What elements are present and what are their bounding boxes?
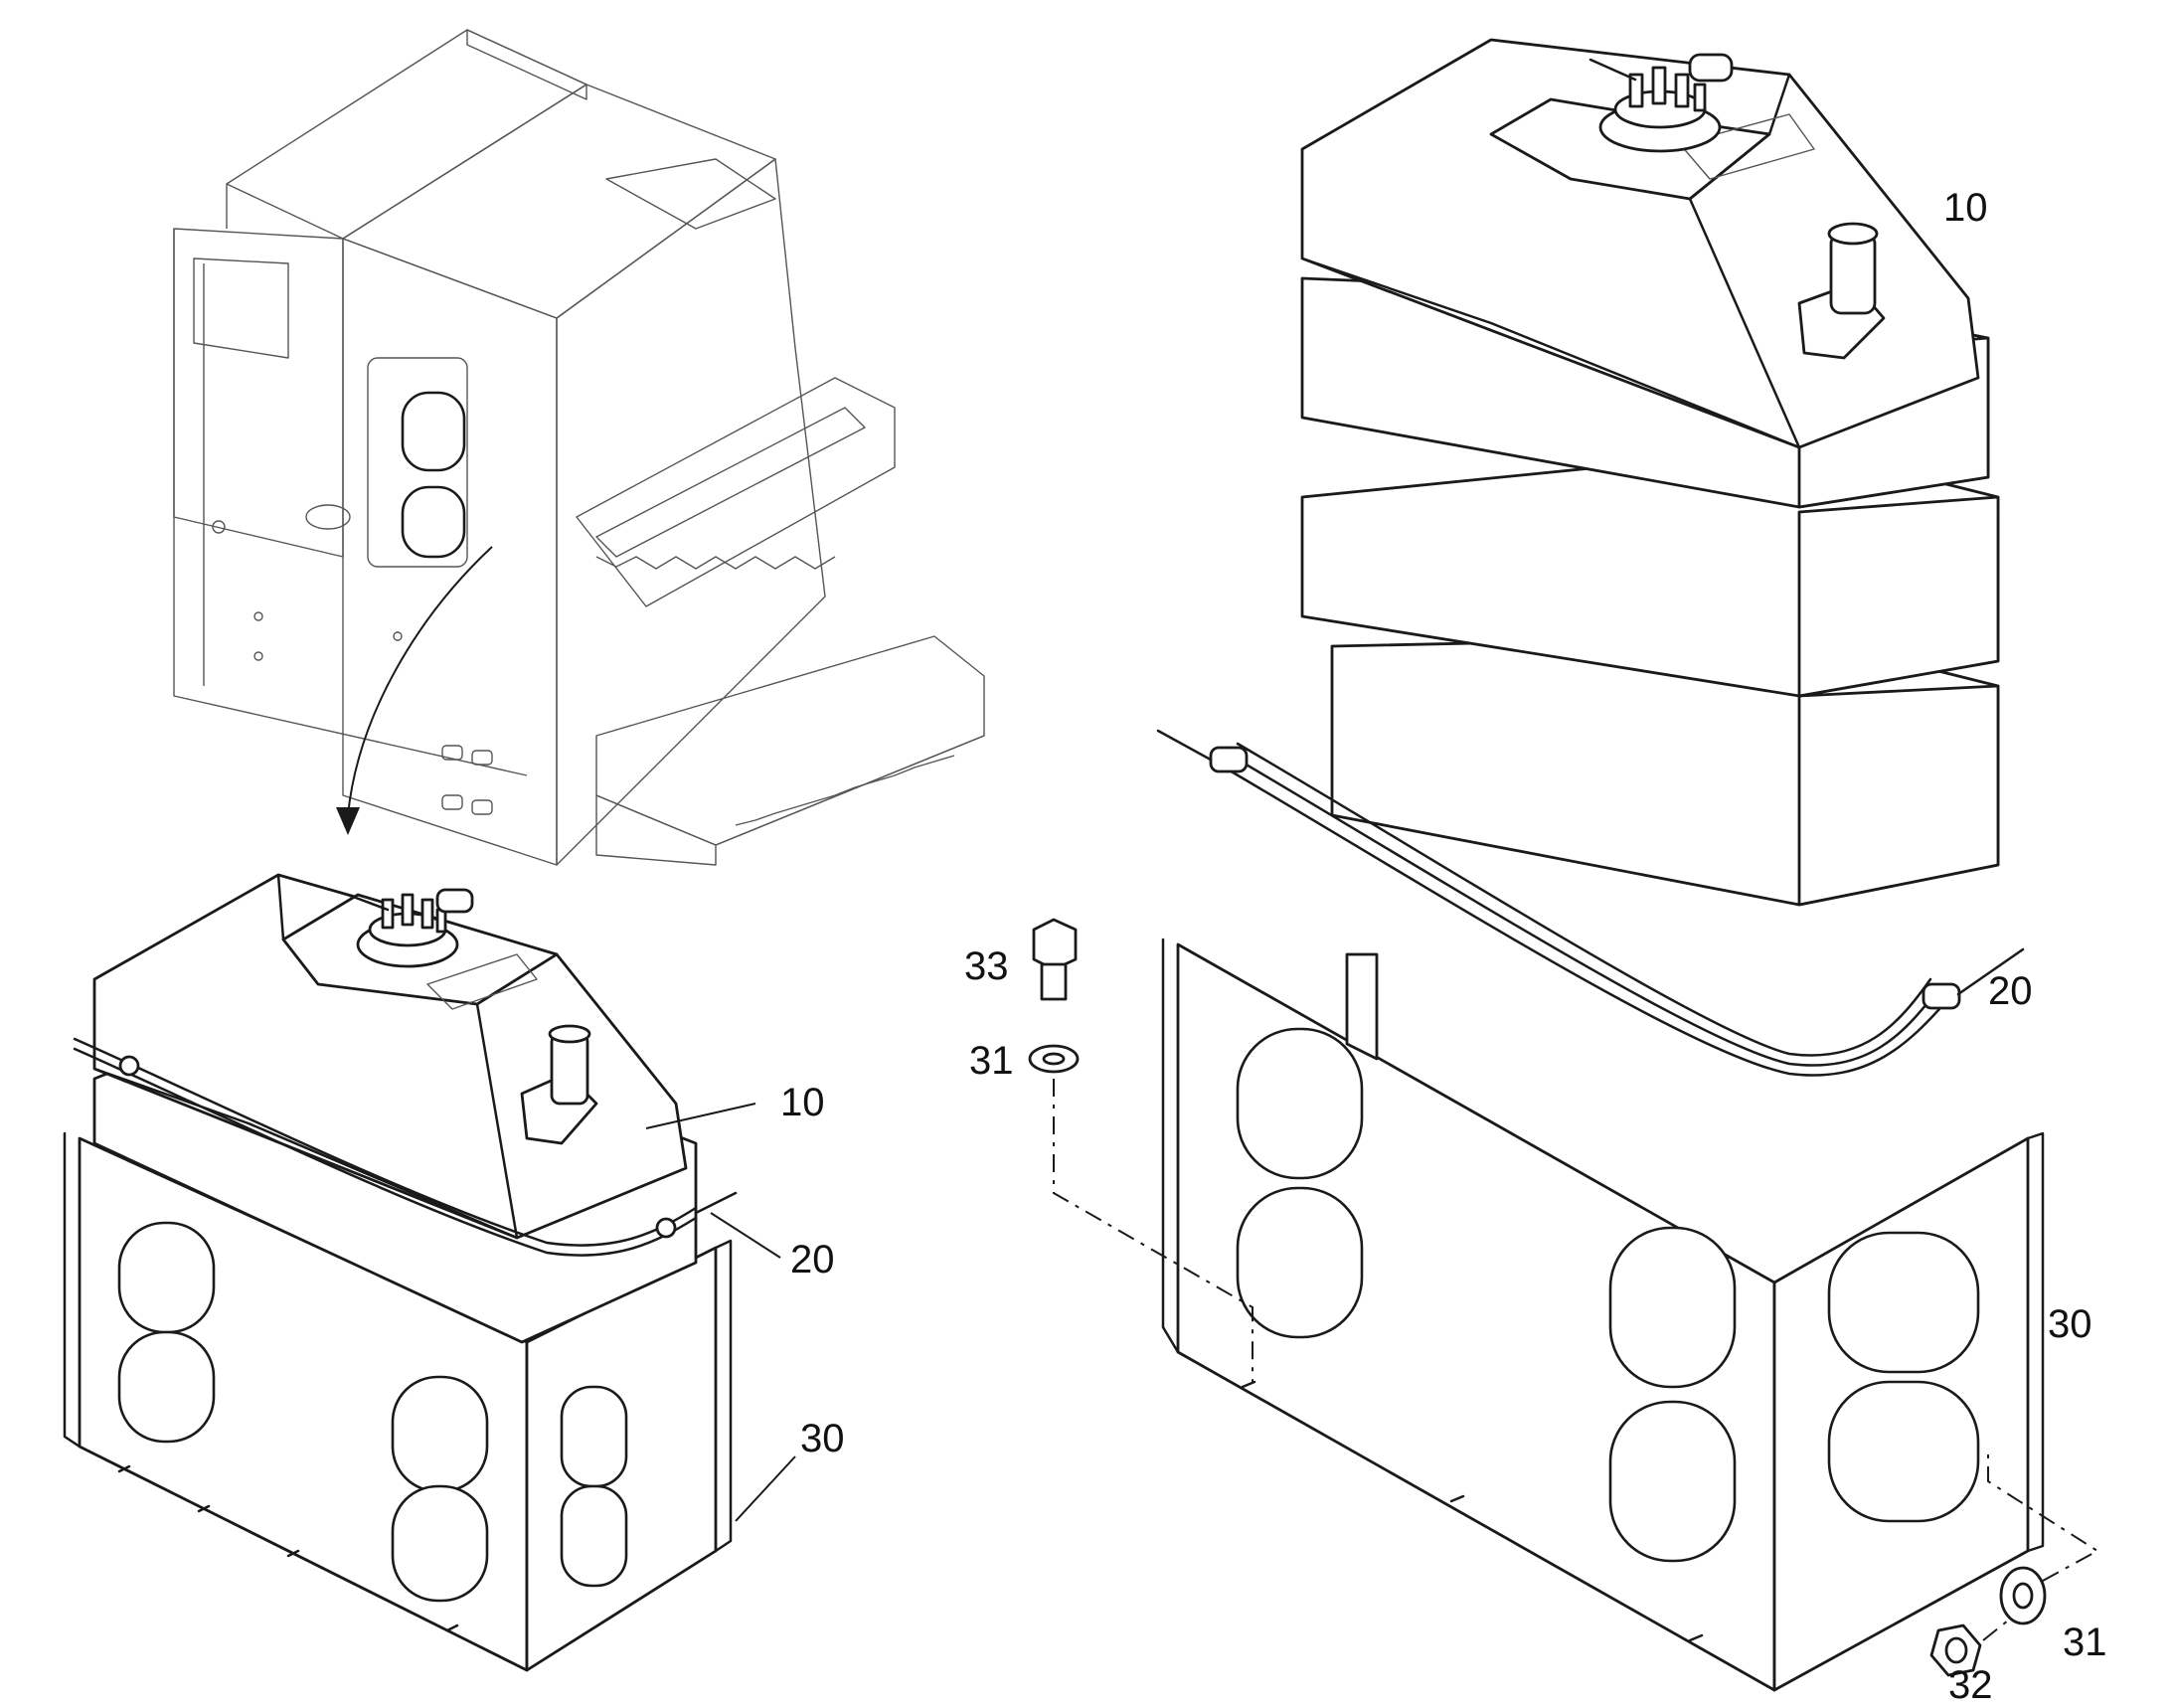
washer-31-top-icon — [1028, 1044, 1080, 1074]
callout-right-strap: 20 — [1988, 969, 2033, 1013]
washer-31-bottom-icon — [1999, 1566, 2047, 1625]
nut-assembly-line — [1982, 1452, 2099, 1641]
callout-washer-top: 31 — [969, 1039, 1014, 1083]
left-fuel-tank — [92, 873, 698, 1344]
right-filler-neck-icon — [1797, 222, 1886, 360]
callout-washer-bottom: 31 — [2063, 1621, 2107, 1664]
bolt-assembly-line — [1053, 1079, 1254, 1382]
callout-left-strap: 20 — [790, 1238, 835, 1281]
bolt-33-icon — [1032, 918, 1078, 1001]
right-fuel-tank — [1300, 38, 2000, 907]
nut-32-icon — [1929, 1623, 1982, 1677]
machine-frame — [173, 29, 985, 866]
callout-left-tank: 10 — [780, 1081, 825, 1124]
right-strap — [1156, 729, 2025, 1077]
left-sender-unit-icon — [346, 888, 474, 968]
callout-nut: 32 — [1948, 1663, 1993, 1703]
right-sender-unit-icon — [1588, 53, 1734, 153]
left-strap — [73, 1037, 738, 1257]
callout-right-bracket: 30 — [2048, 1302, 2092, 1346]
right-bracket — [1161, 938, 2045, 1692]
callout-right-tank: 10 — [1943, 186, 1988, 230]
callout-left-bracket: 30 — [800, 1417, 845, 1460]
left-filler-neck-icon — [520, 1024, 598, 1145]
callout-bolt: 33 — [964, 944, 1009, 988]
